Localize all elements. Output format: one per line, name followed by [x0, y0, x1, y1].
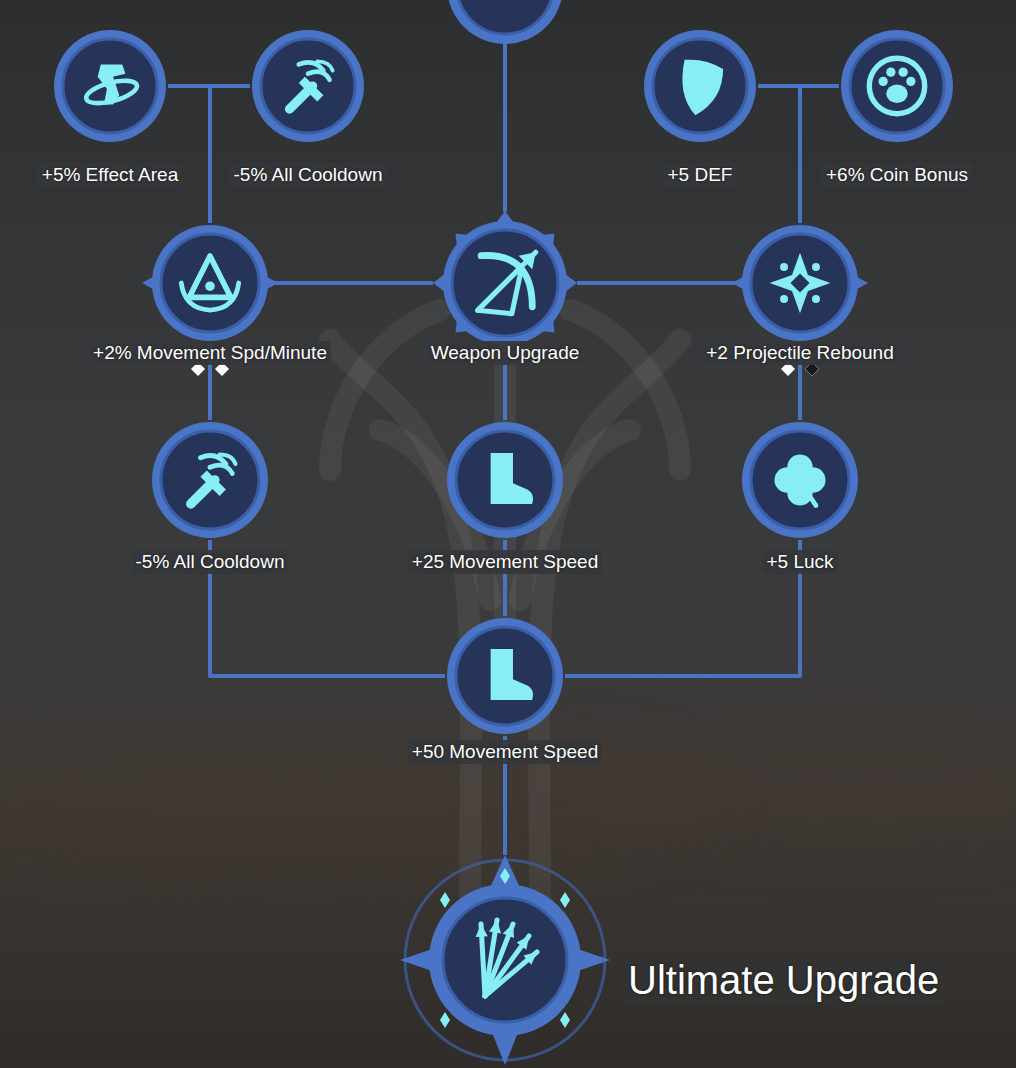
tree-connector	[168, 86, 210, 223]
skill-icon	[84, 64, 139, 107]
node-ring	[742, 225, 858, 341]
top-node-stub	[447, 0, 563, 212]
node-circle	[52, 28, 168, 144]
skill-icon	[491, 453, 533, 504]
skill-icon	[191, 454, 236, 503]
node-ring	[152, 225, 268, 341]
skill-icon	[682, 60, 723, 116]
node-ring	[152, 422, 268, 538]
node-core	[751, 234, 849, 332]
tree-connector	[758, 86, 800, 223]
skill-icon	[478, 252, 536, 313]
skill-icon	[181, 256, 238, 310]
node-ring	[447, 422, 563, 538]
skill-node: Weapon Upgrade	[433, 211, 577, 355]
node-core	[751, 431, 849, 529]
node-circle	[740, 420, 860, 540]
skill-icon	[869, 58, 924, 113]
node-circle	[445, 616, 565, 736]
skill-label: +5 Luck	[762, 550, 837, 574]
ornament-gem	[440, 892, 450, 908]
skill-node: +2% Movement Spd/Minute	[150, 223, 270, 343]
node-core	[261, 39, 355, 133]
tree-connector	[800, 86, 839, 223]
node-circle	[150, 223, 270, 343]
node-core	[161, 431, 259, 529]
node-core	[850, 39, 944, 133]
skill-label: +25 Movement Speed	[408, 550, 602, 574]
outer-ring	[405, 860, 605, 1060]
skill-label: +5% Effect Area	[38, 163, 182, 187]
skill-node: +6% Coin Bonus	[839, 28, 955, 144]
tree-connector	[210, 86, 250, 223]
tree-watermark	[330, 310, 680, 900]
skill-node: +50 Movement Speed	[445, 616, 565, 736]
skill-label: +2% Movement Spd/Minute	[89, 341, 331, 365]
node-core	[653, 39, 747, 133]
skill-icon	[774, 454, 825, 505]
tree-connector	[270, 281, 433, 285]
ornament-gem	[500, 868, 510, 884]
skill-node: +2 Projectile Rebound	[740, 223, 860, 343]
node-ring	[644, 30, 756, 142]
skill-label: Weapon Upgrade	[427, 341, 584, 365]
skill-node: +5% Effect Area	[52, 28, 168, 144]
node-ring	[252, 30, 364, 142]
node-circle	[150, 420, 270, 540]
skill-node: +5 Luck	[740, 420, 860, 540]
skill-icon	[770, 253, 831, 314]
node-core	[63, 39, 157, 133]
skill-node: -5% All Cooldown	[250, 28, 366, 144]
node-core	[452, 230, 558, 336]
node-circle	[250, 28, 366, 144]
node-ring	[447, 618, 563, 734]
skill-label: +50 Movement Speed	[408, 740, 602, 764]
skill-label: -5% All Cooldown	[132, 550, 289, 574]
ultimate-label: Ultimate Upgrade	[624, 956, 943, 1004]
skill-label: +5 DEF	[664, 163, 737, 187]
tree-connector	[577, 281, 740, 285]
node-core	[456, 627, 554, 725]
node-circle	[642, 28, 758, 144]
node-circle	[445, 420, 565, 540]
ornament-gem	[560, 1012, 570, 1028]
skill-label: +2 Projectile Rebound	[702, 341, 898, 365]
skill-label: -5% All Cooldown	[230, 163, 387, 187]
node-ring	[429, 884, 581, 1036]
skill-icon	[476, 920, 537, 996]
ornament-gem	[440, 1012, 450, 1028]
ornament-gem	[560, 892, 570, 908]
node-core	[443, 898, 567, 1022]
skill-icon	[491, 649, 533, 700]
skill-node: Ultimate Upgrade	[400, 855, 610, 1065]
node-circle	[839, 28, 955, 144]
node-ring	[841, 30, 953, 142]
ground-blur	[550, 720, 1016, 840]
node-core	[456, 431, 554, 529]
node-ring	[443, 221, 567, 345]
node-circle	[740, 223, 860, 343]
skill-node: +25 Movement Speed	[445, 420, 565, 540]
skill-label: +6% Coin Bonus	[822, 163, 972, 187]
node-core	[161, 234, 259, 332]
node-ring	[742, 422, 858, 538]
skill-icon	[290, 61, 333, 109]
node-ring	[54, 30, 166, 142]
node-circle	[400, 855, 610, 1065]
skill-node: -5% All Cooldown	[150, 420, 270, 540]
skill-node: +5 DEF	[642, 28, 758, 144]
node-circle	[433, 211, 577, 355]
